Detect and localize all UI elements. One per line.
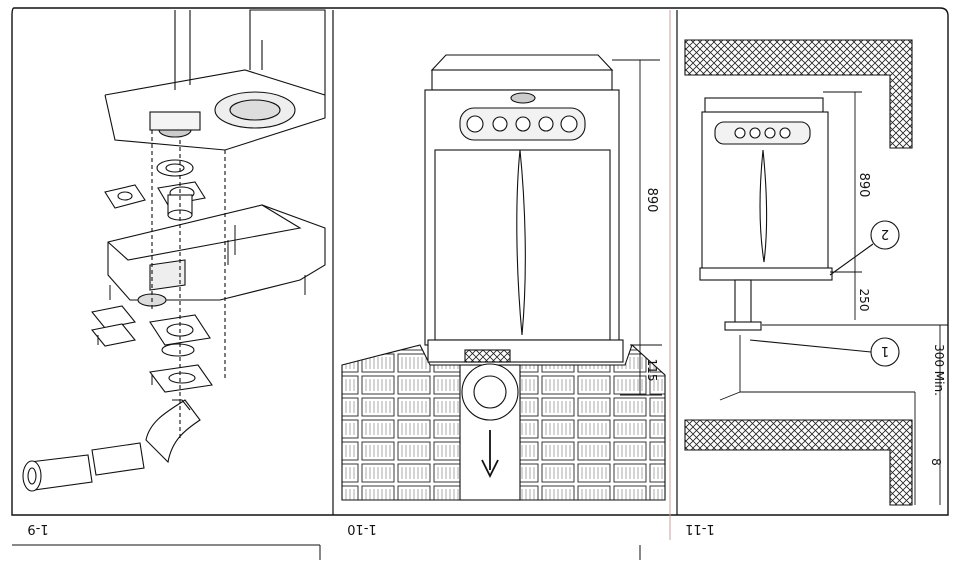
dim-890-side: 890: [856, 173, 871, 198]
dim-890-front: 890: [644, 188, 659, 213]
panel-2-front-view: [341, 54, 666, 501]
dim-250: 250: [857, 289, 871, 312]
panel-2-label: 1-10: [347, 521, 377, 536]
dim-300-min: 300 Min.: [932, 344, 946, 396]
panel-1-exploded-flue: [22, 9, 326, 492]
panel-1-label: 1-9: [27, 521, 48, 536]
dim-115: 115: [645, 359, 659, 382]
sheet-frame: [11, 7, 949, 560]
panel-3-label: 1-11: [685, 521, 715, 536]
dim-8: 8: [929, 458, 943, 466]
callout-2: 2: [881, 226, 889, 241]
callout-1: 1: [881, 343, 889, 358]
panel-3-side-view: [684, 39, 948, 506]
